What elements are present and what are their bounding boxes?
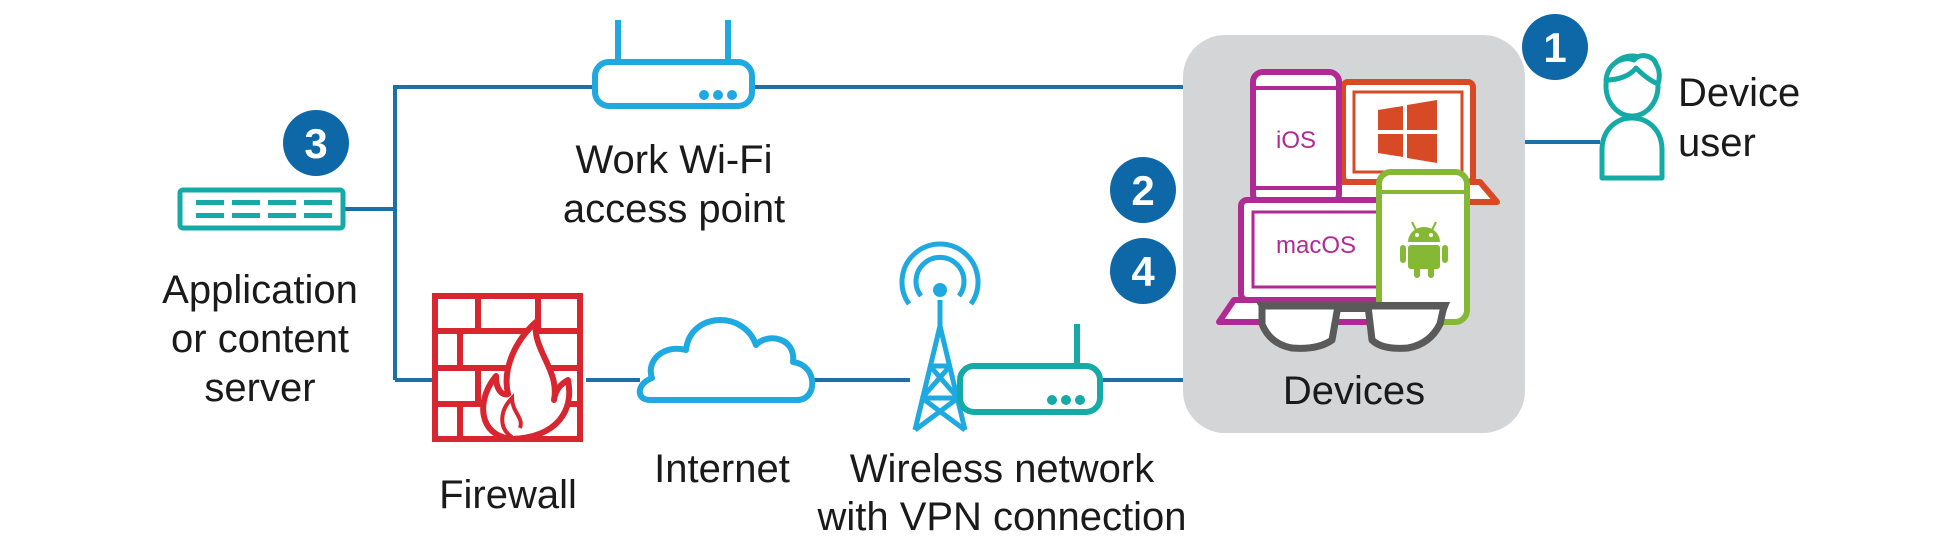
smart-glasses-icon [1256,302,1450,352]
vpn-router-lights [1047,395,1085,405]
cell-tower-icon [899,241,981,433]
badge-3: 3 [283,110,349,176]
wireless-label-line1: Wireless network [850,447,1156,491]
badge-2-text: 2 [1131,167,1154,214]
firewall-icon [432,293,583,442]
server-label-line2: or content [171,317,349,361]
user-label-line1: Device [1678,71,1800,115]
devices-label: Devices [1283,369,1425,413]
wifi-router-lights [699,90,737,100]
connection-lines [345,85,1600,382]
server-icon [177,187,346,231]
badge-4: 4 [1110,238,1176,304]
wifi-trunk-line [393,85,1183,380]
user-label-line2: user [1678,121,1756,165]
macos-label: macOS [1276,232,1356,259]
windows-logo-icon [1378,100,1437,163]
badge-3-text: 3 [304,120,327,167]
firewall-label: Firewall [439,473,577,517]
wifi-router-icon [592,20,755,109]
ios-label: iOS [1276,127,1316,154]
android-logo-eyes [1415,233,1433,237]
server-label-line3: server [204,366,315,410]
wifi-label-line2: access point [563,187,785,231]
ios-tablet [1250,69,1342,207]
user-icon [1599,53,1665,181]
server-label-line1: Application [162,268,358,312]
badge-1-text: 1 [1543,24,1566,71]
badge-4-text: 4 [1131,248,1155,295]
wifi-label-line1: Work Wi-Fi [576,138,773,182]
badge-2: 2 [1110,157,1176,223]
android-logo-icon [1400,221,1448,278]
cloud-icon [636,317,816,403]
internet-label: Internet [654,447,790,491]
wireless-label-line2: with VPN connection [816,495,1186,539]
tower-beacon [933,283,947,297]
badge-1: 1 [1522,14,1588,80]
